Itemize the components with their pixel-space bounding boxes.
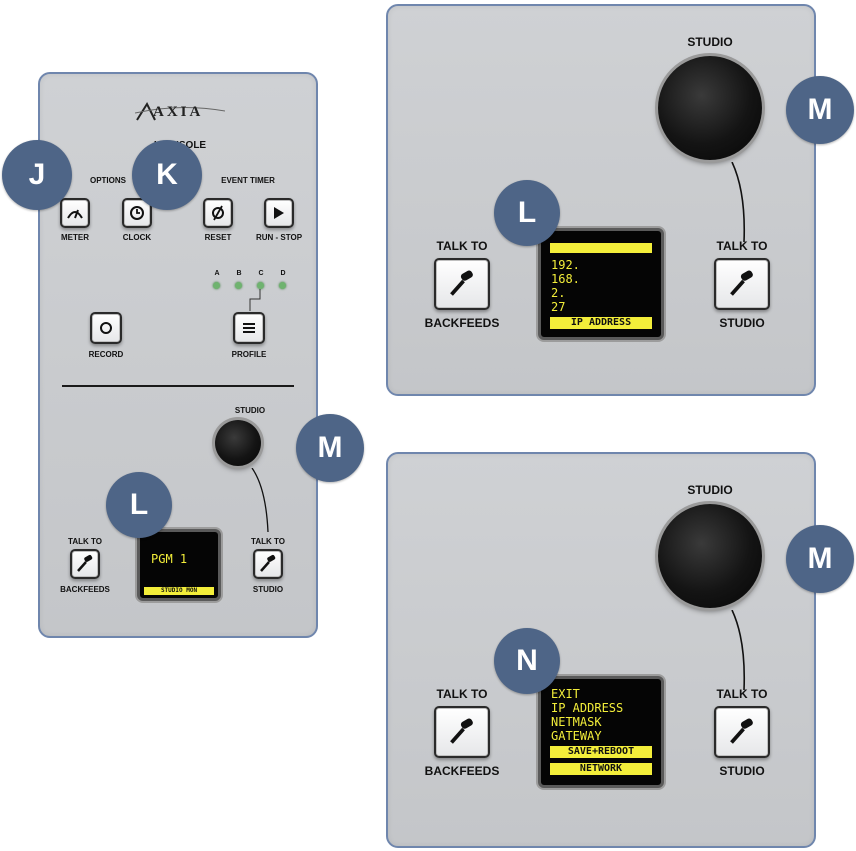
talk-to-studio-button[interactable] xyxy=(253,549,283,579)
callout-l-top: L xyxy=(494,180,560,246)
display-footer: NETWORK xyxy=(550,763,652,775)
display-line-4: 27 xyxy=(551,300,566,314)
display-footer: IP ADDRESS xyxy=(550,317,652,329)
display-header-bar xyxy=(550,243,652,253)
run-stop-button[interactable] xyxy=(264,198,294,228)
menu-item-ip-address: IP ADDRESS xyxy=(551,701,624,715)
top-right-panel: STUDIO TALK TO BACKFEEDS 192. 168. 2. 27… xyxy=(386,4,816,396)
display-main-text: PGM 1 xyxy=(151,552,188,566)
talk-to-label-studio: TALK TO xyxy=(251,537,285,546)
event-timer-label: EVENT TIMER xyxy=(221,176,275,185)
divider xyxy=(62,385,294,387)
studio-knob-label: STUDIO xyxy=(687,35,733,49)
knob-cord xyxy=(731,162,746,242)
callout-j: J xyxy=(2,140,72,210)
play-icon xyxy=(274,207,284,219)
callout-n: N xyxy=(494,628,560,694)
studio-knob-label: STUDIO xyxy=(234,406,266,415)
menu-item-save-reboot: SAVE+REBOOT xyxy=(550,746,652,758)
callout-m-left: M xyxy=(296,414,364,482)
studio-knob-label: STUDIO xyxy=(687,483,733,497)
backfeeds-label: BACKFEEDS xyxy=(424,764,500,778)
reset-icon xyxy=(212,205,224,221)
profile-button[interactable] xyxy=(233,312,265,344)
reset-label: RESET xyxy=(204,233,232,242)
backfeeds-label: BACKFEEDS xyxy=(60,585,110,594)
callout-m-top: M xyxy=(786,76,854,144)
led-a xyxy=(213,282,220,289)
microphone-icon xyxy=(77,554,93,572)
clock-label: CLOCK xyxy=(122,233,152,242)
talk-to-backfeeds-button[interactable] xyxy=(434,706,490,758)
display-line-3: 2. xyxy=(551,286,566,300)
talk-to-studio-button[interactable] xyxy=(714,706,770,758)
axia-logo: AXIA xyxy=(134,101,226,123)
microphone-icon xyxy=(730,270,753,296)
microphone-icon xyxy=(730,718,753,744)
reset-button[interactable] xyxy=(203,198,233,228)
microphone-icon xyxy=(260,554,276,572)
menu-item-gateway: GATEWAY xyxy=(551,729,602,743)
display-line-2: 168. xyxy=(551,272,580,286)
oled-display: EXIT IP ADDRESS NETMASK GATEWAY SAVE+REB… xyxy=(538,676,664,788)
studio-button-label: STUDIO xyxy=(719,316,765,330)
studio-button-label: STUDIO xyxy=(719,764,765,778)
display-footer: STUDIO MON xyxy=(144,587,214,595)
talk-to-backfeeds-button[interactable] xyxy=(70,549,100,579)
led-b xyxy=(235,282,242,289)
clock-button[interactable] xyxy=(122,198,152,228)
led-label-b: B xyxy=(236,270,242,277)
options-label: OPTIONS xyxy=(89,176,126,185)
bottom-right-panel: STUDIO TALK TO BACKFEEDS EXIT IP ADDRESS… xyxy=(386,452,816,848)
microphone-icon xyxy=(450,270,473,296)
clock-icon xyxy=(130,206,144,220)
led-d xyxy=(279,282,286,289)
microphone-icon xyxy=(450,718,473,744)
talk-to-label-studio: TALK TO xyxy=(716,687,768,701)
studio-button-label: STUDIO xyxy=(252,585,284,594)
knob-cord xyxy=(731,610,746,690)
meter-label: METER xyxy=(61,233,89,242)
talk-to-label-studio: TALK TO xyxy=(716,239,768,253)
talk-to-label-backfeeds: TALK TO xyxy=(436,687,488,701)
oled-display: PGM 1 STUDIO MON xyxy=(137,529,221,601)
callout-l-left: L xyxy=(106,472,172,538)
led-label-a: A xyxy=(214,270,220,277)
callout-k: K xyxy=(132,140,202,210)
record-label: RECORD xyxy=(88,350,124,359)
led-label-d: D xyxy=(280,270,286,277)
profile-label: PROFILE xyxy=(231,350,267,359)
display-line-1: 192. xyxy=(551,258,580,272)
meter-button[interactable] xyxy=(60,198,90,228)
menu-item-exit: EXIT xyxy=(551,687,580,701)
knob-cord xyxy=(251,468,269,533)
led-label-c: C xyxy=(258,270,264,277)
run-stop-label: RUN - STOP xyxy=(255,233,303,242)
talk-to-label-backfeeds: TALK TO xyxy=(68,537,102,546)
callout-m-bottom: M xyxy=(786,525,854,593)
led-c xyxy=(257,282,264,289)
studio-knob[interactable] xyxy=(215,420,261,466)
talk-to-studio-button[interactable] xyxy=(714,258,770,310)
menu-icon xyxy=(243,323,255,333)
meter-icon xyxy=(67,209,83,219)
talk-to-backfeeds-button[interactable] xyxy=(434,258,490,310)
led-connector xyxy=(249,289,261,311)
backfeeds-label: BACKFEEDS xyxy=(424,316,500,330)
record-icon xyxy=(100,322,112,334)
talk-to-label-backfeeds: TALK TO xyxy=(436,239,488,253)
oled-display: 192. 168. 2. 27 IP ADDRESS xyxy=(538,228,664,340)
record-button[interactable] xyxy=(90,312,122,344)
studio-knob[interactable] xyxy=(658,56,762,160)
menu-item-netmask: NETMASK xyxy=(551,715,602,729)
studio-knob[interactable] xyxy=(658,504,762,608)
